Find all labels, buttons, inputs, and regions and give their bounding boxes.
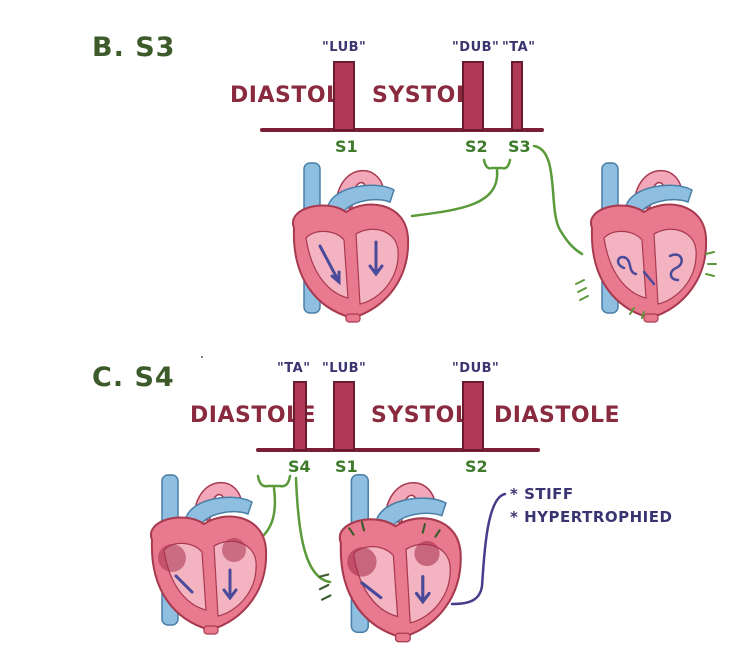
c-ta-quote: "TA" [277,361,311,376]
b-s1-label: S1 [335,137,358,156]
c-s2-label: S2 [465,457,488,476]
c-dub-quote: "DUB" [452,361,500,376]
note-hypertrophied: * HYPERTROPHIED [510,508,673,526]
b-bar-s1 [333,61,355,131]
heart-normal-icon [291,162,410,323]
c-bar-s4 [293,381,307,451]
c-bracket [256,474,292,488]
b-bracket [482,158,512,170]
c-s4-label: S4 [288,457,311,476]
heart-stiff-icon [318,473,462,643]
note-stiff: * STIFF [510,485,574,503]
heart-normal-s4-icon [149,474,268,635]
section-c-title: C. S4 [92,362,175,393]
b-bar-s3 [511,61,523,131]
c-bar-s1 [333,381,355,451]
c-lub-quote: "LUB" [322,361,367,376]
c-s1-label: S1 [335,457,358,476]
b-dub-quote: "DUB" [452,40,500,55]
c-bar-s2 [462,381,484,451]
c-diastole-right-label: DIASTOLE [494,403,621,428]
section-b-title: B. S3 [92,32,176,63]
b-lub-quote: "LUB" [322,40,367,55]
b-ta-quote: "TA" [502,40,536,55]
b-s3-label: S3 [508,137,531,156]
b-bar-s2 [462,61,484,131]
heart-s3-icon [575,162,717,323]
b-s2-label: S2 [465,137,488,156]
c-connector-s4 [294,476,332,584]
b-connector-s3 [532,144,584,256]
c-notes-connector [450,492,507,606]
b-connector-normal [410,168,499,218]
